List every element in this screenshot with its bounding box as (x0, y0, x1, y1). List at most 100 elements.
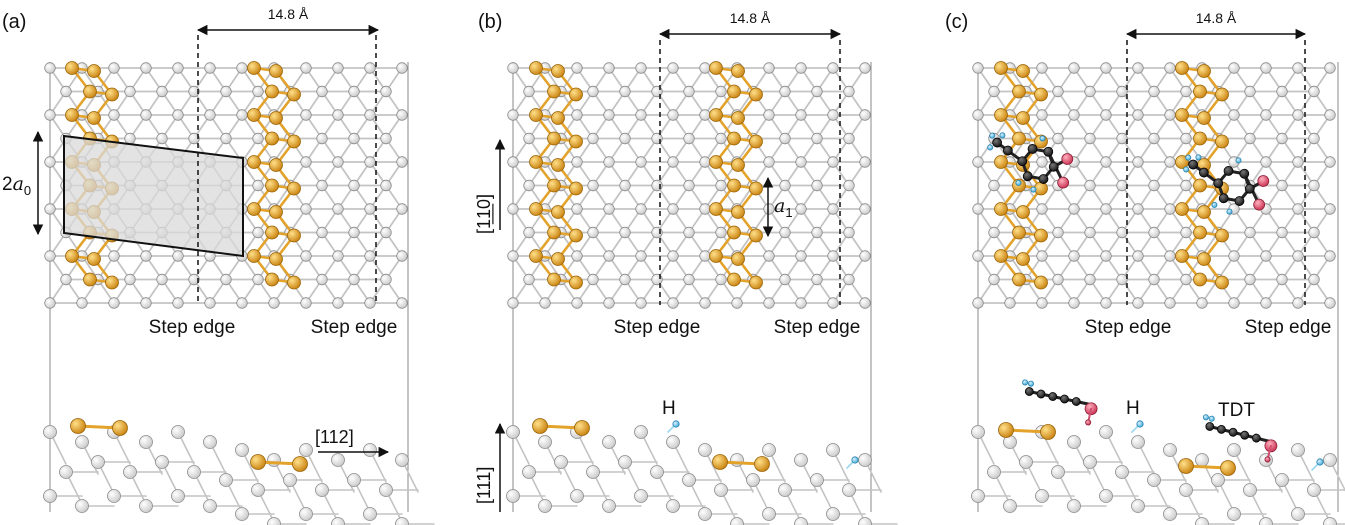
c-atom (1027, 144, 1038, 154)
si-atom (1035, 489, 1049, 503)
si-atom (220, 273, 232, 286)
au-atom (247, 61, 261, 75)
si-atom (795, 109, 807, 121)
s-atom (1264, 456, 1271, 463)
si-atom (794, 453, 808, 467)
si-atom (171, 425, 185, 439)
si-atom (1227, 507, 1241, 521)
si-atom (332, 156, 344, 168)
si-atom (795, 297, 807, 309)
au-atom (265, 131, 279, 146)
au-atom (105, 87, 119, 102)
si-atom (139, 435, 153, 449)
c-atom (1251, 433, 1261, 443)
lattice-sub-a: 0 (24, 183, 31, 198)
si-atom (1148, 132, 1160, 145)
au-atom (247, 155, 261, 169)
si-atom (1308, 85, 1320, 98)
si-atom (1195, 453, 1209, 467)
si-atom (43, 425, 57, 439)
au-atom (1175, 249, 1189, 263)
step-edge-label-c2: Step edge (1245, 317, 1332, 338)
h-atom (1183, 166, 1190, 173)
si-atom (348, 226, 360, 239)
si-atom (1308, 226, 1320, 239)
si-atom (634, 425, 648, 439)
au-atom (731, 158, 745, 172)
au-atom (754, 456, 770, 472)
si-atom (826, 443, 840, 457)
si-atom (1195, 517, 1209, 525)
si-atom (603, 156, 615, 168)
si-atom (299, 443, 313, 457)
si-atom (187, 465, 201, 479)
au-atom (265, 84, 279, 99)
si-atom (603, 297, 615, 309)
si-atom (843, 85, 855, 98)
au-atom (1012, 131, 1026, 146)
si-atom (1100, 297, 1112, 309)
au-atom (731, 205, 745, 219)
si-atom (507, 250, 519, 262)
si-atom (252, 179, 264, 192)
si-atom (795, 250, 807, 262)
si-atom (1036, 250, 1048, 262)
h-atom (989, 132, 996, 139)
si-atom (988, 179, 1000, 192)
si-atom (1276, 179, 1288, 192)
si-atom (715, 85, 727, 98)
si-atom (283, 473, 297, 487)
si-atom (522, 465, 536, 479)
si-atom (667, 297, 679, 309)
si-atom (1276, 132, 1288, 145)
si-atom (1084, 226, 1096, 239)
si-atom (1100, 250, 1112, 262)
si-atom (1132, 250, 1144, 262)
si-atom (108, 250, 120, 262)
si-atom (1148, 273, 1160, 286)
au-atom (1034, 228, 1048, 243)
si-atom (1067, 435, 1081, 449)
si-atom (300, 109, 312, 121)
si-atom (1228, 109, 1240, 121)
si-atom (507, 109, 519, 121)
si-atom (523, 226, 535, 239)
tdt-molecule (1022, 379, 1098, 426)
si-atom (172, 250, 184, 262)
c-atom (1244, 183, 1255, 194)
s-atom (1061, 153, 1074, 165)
si-atom (683, 85, 695, 98)
h-atom (1030, 186, 1037, 193)
si-atom (763, 250, 775, 262)
au-atom (731, 64, 745, 78)
si-atom (1052, 273, 1064, 286)
si-atom (108, 297, 120, 309)
si-atom (699, 156, 711, 168)
si-atom (1164, 203, 1176, 215)
si-atom (1036, 203, 1048, 215)
lattice-symbol-b: a (774, 195, 785, 217)
au-atom (749, 228, 763, 243)
au-atom (247, 202, 261, 216)
si-atom (1244, 85, 1256, 98)
lattice-coef-a: 2 (2, 174, 13, 195)
si-atom (1260, 62, 1272, 74)
si-atom (1132, 203, 1144, 215)
si-atom (204, 109, 216, 121)
si-atom (172, 109, 184, 121)
au-atom (727, 131, 741, 146)
si-atom (1308, 179, 1320, 192)
si-atom (507, 297, 519, 309)
si-atom (332, 250, 344, 262)
au-atom (574, 420, 590, 436)
si-atom (1099, 425, 1113, 439)
si-atom (236, 109, 248, 121)
si-atom (571, 62, 583, 74)
si-atom (827, 297, 839, 309)
si-atom (1291, 507, 1305, 521)
si-atom (300, 156, 312, 168)
au-atom (731, 252, 745, 266)
si-atom (988, 273, 1000, 286)
si-atom (987, 465, 1001, 479)
au-atom (551, 158, 565, 172)
